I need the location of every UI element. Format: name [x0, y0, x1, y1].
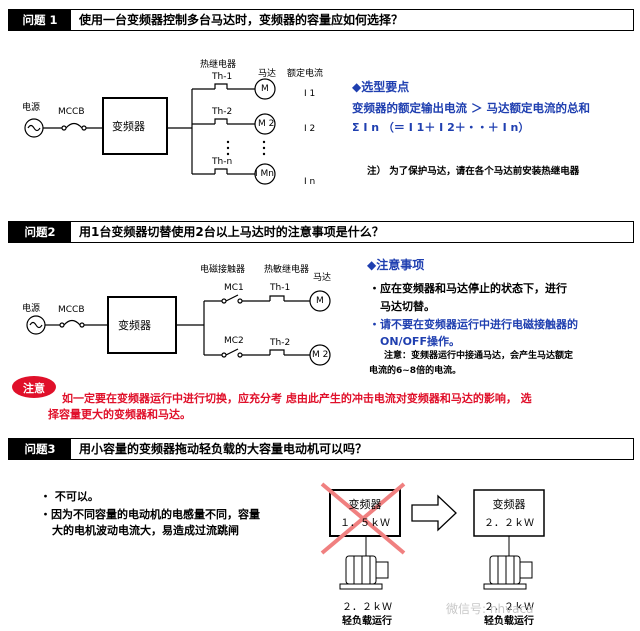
- q2-mc1-label: MC1: [224, 283, 244, 293]
- q1-inverter-box: [102, 97, 168, 155]
- q2-motor1-icon: [309, 290, 331, 312]
- q3-left-motor-kw: ２．２ｋＷ: [342, 602, 392, 613]
- q2-m2-label: M 2: [312, 350, 329, 360]
- q1-i2-label: I 2: [304, 124, 316, 134]
- q1-current-header: 额定电流: [287, 69, 324, 79]
- q3-question: 用小容量的变频器拖动轻负载的大容量电动机可以吗？: [79, 442, 368, 456]
- q2-mc1-contact-icon: [225, 294, 239, 302]
- q1-in-label: I n: [304, 177, 316, 187]
- q3-right-motor-load: 轻负载运行: [484, 616, 534, 627]
- q3-left-box-title: 变频器: [348, 498, 382, 511]
- q3-answer2a: ・因为不同容量的电动机的电感量不同，容量: [40, 508, 260, 521]
- q2-power-label: 电源: [22, 304, 41, 314]
- q1-m2-label: M 2: [258, 119, 275, 129]
- q2-question: 用1台变频器切替使用2台以上马达时的注意事项是什么？: [79, 225, 384, 239]
- q1-motor1-icon: [254, 78, 276, 100]
- q1-question: 使用一台变频器控制多台马达时，变频器的容量应如何选择？: [79, 13, 404, 27]
- q2-tag: 问题2: [9, 222, 71, 242]
- q3-red-x-icon: [320, 482, 406, 555]
- q2-note2: 电流的6~8倍的电流。: [369, 366, 462, 376]
- q3-left-box-value: １．５ｋＷ: [340, 518, 390, 529]
- q1-note: 注） 为了保护马达，请在各个马达前安装热继电器: [367, 166, 580, 177]
- q2-bullet1b: 马达切替。: [380, 300, 435, 313]
- q2-inverter-label: 变频器: [118, 319, 151, 332]
- q2-bullet2b: ON/OFF操作。: [380, 335, 460, 348]
- q3-left-motor-icon: [339, 536, 389, 590]
- q1-motor-header: 马达: [258, 69, 277, 79]
- q3-answer2b: 大的电机波动电流大，易造成过流跳闸: [52, 524, 239, 537]
- q2-mc2-label: MC2: [224, 336, 244, 346]
- q1-line2: Σ I n （＝ I 1＋ I 2＋・・＋ I n）: [352, 121, 530, 134]
- q1-i1-label: I 1: [304, 89, 316, 99]
- q1-m1-label: M: [261, 84, 269, 94]
- q1-header-bar: 问题 1 使用一台变频器控制多台马达时，变频器的容量应如何选择？: [8, 9, 634, 31]
- q3-tag: 问题3: [9, 439, 71, 459]
- q3-header-bar: 问题3 用小容量的变频器拖动轻负载的大容量电动机可以吗？: [8, 438, 634, 460]
- q1-power-label: 电源: [22, 103, 41, 113]
- q2-note1: 注意：变频器运行中接通马达，会产生马达额定: [384, 351, 574, 361]
- q1-tag: 问题 1: [9, 10, 71, 30]
- q2-motor2-icon: [309, 344, 331, 366]
- q2-contactor-header: 电磁接触器: [200, 265, 246, 275]
- watermark: 微信号: nhvaca: [446, 602, 534, 616]
- q2-bullet2a: ・请不要在变频器运行中进行电磁接触器的: [369, 318, 578, 331]
- q3-right-inverter-box: [473, 489, 545, 537]
- q1-sine-icon: [27, 124, 41, 132]
- q3-answer1: ・ 不可以。: [40, 490, 99, 503]
- q2-th1-label: Th-1: [270, 283, 291, 293]
- q2-th2-label: Th-2: [270, 338, 291, 348]
- q3-left-motor-load: 轻负载运行: [342, 616, 392, 627]
- q2-mc2-contact-icon: [225, 348, 239, 356]
- q1-mn-label: I Mn: [255, 169, 274, 179]
- q2-m1-label: M: [316, 296, 324, 306]
- q1-line1: 变频器的额定输出电流 ＞ 马达额定电流的总和: [352, 101, 591, 115]
- q3-right-box-value: ２．２ｋＷ: [484, 518, 534, 529]
- caution-line2: 择容量更大的变频器和马达。: [48, 408, 191, 421]
- q1-relay-header: 热继电器: [200, 60, 237, 70]
- caution-line1: 如一定要在变频器运行中进行切换，应充分考 虑由此产生的冲击电流对变频器和马达的影…: [62, 392, 532, 405]
- q2-bullet1a: ・应在变频器和马达停止的状态下，进行: [369, 282, 567, 295]
- q2-header-bar: 问题2 用1台变频器切替使用2台以上马达时的注意事项是什么？: [8, 221, 634, 243]
- q2-relay-header: 热敏继电器: [264, 265, 310, 275]
- q1-motor-n-icon: [254, 163, 276, 185]
- q1-th1-label: Th-1: [212, 72, 233, 82]
- caution-badge-shape: [12, 376, 56, 398]
- q1-th2-label: Th-2: [212, 107, 233, 117]
- q3-right-motor-kw: ２．２ｋＷ: [484, 602, 534, 613]
- q3-right-box-title: 变频器: [492, 498, 526, 511]
- q2-motor-header: 马达: [313, 273, 332, 283]
- q1-inverter-label: 变频器: [112, 120, 145, 133]
- q2-heading: ◆注意事项: [367, 258, 425, 272]
- q1-motor2-icon: [254, 113, 276, 135]
- caution-badge: 注意: [23, 382, 45, 395]
- q1-mccb-switch-icon: [65, 122, 83, 129]
- q2-mccb-label: MCCB: [58, 305, 85, 315]
- arrow-right-icon: [411, 494, 457, 532]
- q1-thn-label: Th-n: [212, 157, 233, 167]
- q2-mccb-switch-icon: [63, 319, 81, 326]
- q3-right-motor-icon: [483, 536, 533, 590]
- q1-mccb-label: MCCB: [58, 107, 85, 117]
- q1-heading: ◆选型要点: [352, 80, 410, 94]
